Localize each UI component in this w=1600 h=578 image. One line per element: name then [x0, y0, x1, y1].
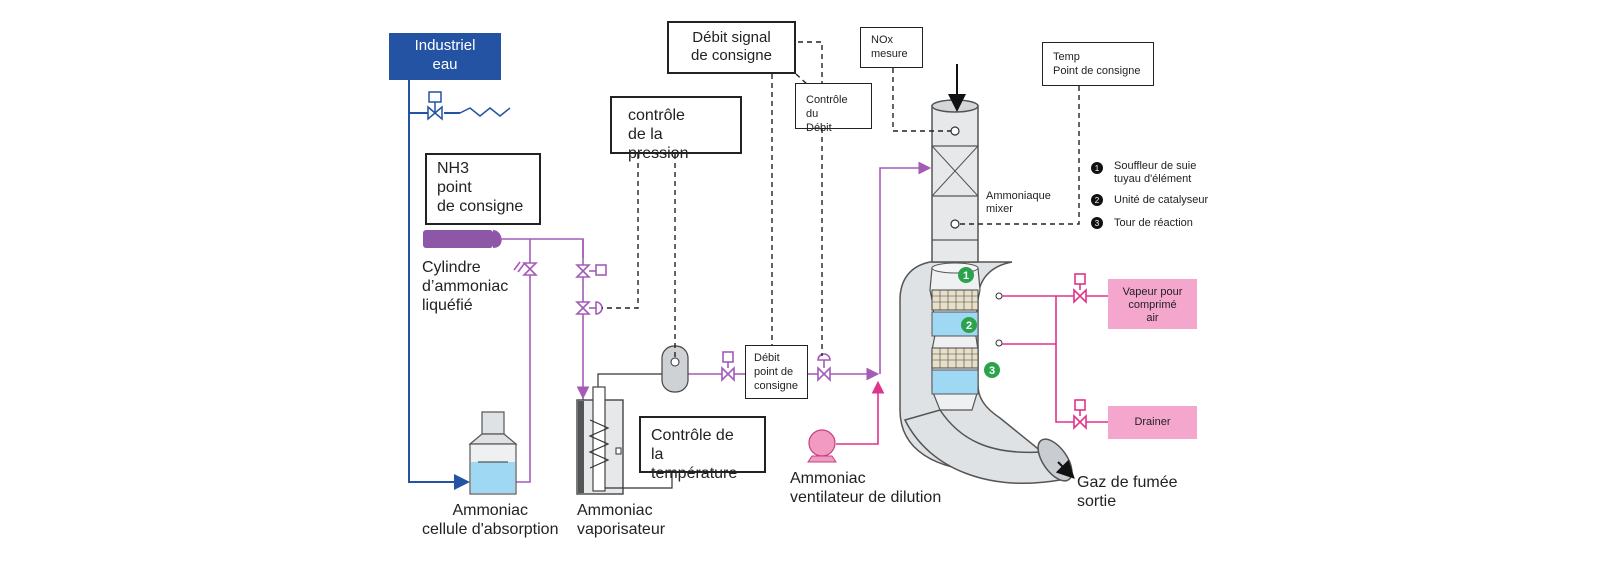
legend-text-3: Tour de réaction	[1114, 217, 1193, 229]
legend-text-1: Souffleur de suie tuyau d'élément	[1114, 160, 1197, 185]
ammonia-drum	[661, 345, 689, 393]
cylinder-label: Cylindre d’ammoniac liquéfié	[422, 259, 509, 314]
steam-lines	[1002, 273, 1108, 430]
flow-signal-box: Débit signal de consigne	[667, 21, 796, 74]
flue-gas-label: Gaz de fumée sortie	[1077, 474, 1178, 510]
absorber-label: Ammoniac cellule d'absorption	[422, 502, 559, 538]
legend-bullet-2: 2	[1095, 196, 1100, 205]
marker-3-icon	[984, 362, 1000, 378]
marker-2-icon	[961, 317, 977, 333]
legend-bullet-3: 3	[1095, 219, 1100, 228]
steam-air-box: Vapeur pour comprimé air	[1108, 279, 1197, 329]
legend-text-2: Unité de catalyseur	[1114, 194, 1209, 206]
temp-control-box: Contrôle de la température	[639, 416, 766, 482]
legend-bullets	[1091, 162, 1103, 229]
vaporizer-vessel	[576, 386, 673, 495]
dilution-fan-label: Ammoniac ventilateur de dilution	[790, 470, 942, 506]
drain-box: Drainer	[1108, 406, 1197, 439]
absorber-vessel	[468, 411, 518, 495]
legend-bullet-1: 1	[1095, 164, 1100, 173]
flow-control-box: Contrôle du Débit	[795, 83, 872, 134]
pressure-control-box: contrôle de la pression	[610, 96, 742, 162]
nox-box: NOx mesure	[860, 27, 923, 68]
marker-1-label: 1	[963, 270, 969, 282]
marker-1-icon	[958, 267, 974, 283]
dilution-air-line	[836, 380, 885, 445]
flow-setpoint-box: Débit point de consigne	[745, 345, 808, 399]
marker-2-label: 2	[966, 320, 972, 332]
ammonia-mixer-label: Ammoniaque mixer	[986, 190, 1051, 215]
nh3-setpoint-box: NH3 point de consigne	[425, 153, 541, 225]
temp-setpoint-box: Temp Point de consigne	[1042, 42, 1154, 86]
industrial-water-box: Industriel eau	[389, 33, 501, 80]
dilution-fan-icon	[808, 429, 836, 457]
water-line	[408, 80, 511, 490]
reactor	[899, 64, 1073, 484]
vaporizer-label: Ammoniac vaporisateur	[577, 502, 666, 538]
marker-3-label: 3	[989, 365, 995, 377]
signal-lines	[602, 41, 1080, 372]
